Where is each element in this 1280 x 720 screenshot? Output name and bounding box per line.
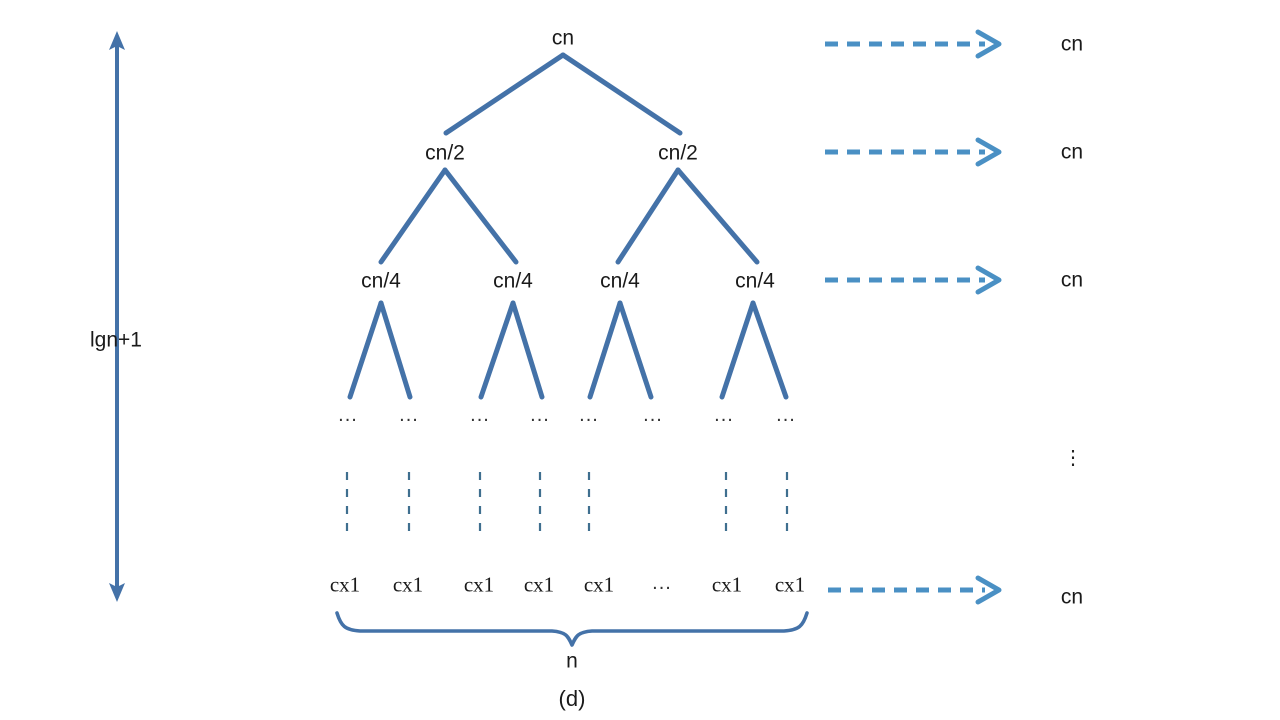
leaf-node-ellipsis: ...: [652, 572, 672, 594]
cost-arrow-level-0: [825, 29, 1002, 59]
tree-edges-level-1-to-2: [378, 167, 760, 265]
tree-node-level2-1: cn/4: [361, 269, 401, 293]
tree-node-level3-5: ...: [579, 404, 599, 426]
cost-arrow-level-2: [825, 265, 1002, 295]
tree-node-level3-6: ...: [643, 404, 663, 426]
tree-node-level2-2: cn/4: [493, 269, 533, 293]
leaf-node-3: cx1: [463, 572, 495, 597]
tree-node-level3-1: ...: [338, 404, 358, 426]
cost-arrow-level-1: [825, 137, 1002, 167]
tree-node-level3-2: ...: [399, 404, 419, 426]
tree-node-level1-right: cn/2: [658, 141, 698, 165]
leaf-node-1: cx1: [329, 572, 361, 597]
depth-arrow: [109, 31, 125, 602]
cost-arrow-level-leaf: [828, 575, 1002, 605]
level-cost-label-2: cn: [1060, 268, 1084, 292]
tree-node-level3-7: ...: [714, 404, 734, 426]
tree-node-level3-4: ...: [530, 404, 550, 426]
tree-node-level2-4: cn/4: [735, 269, 775, 293]
level-cost-label-0: cn: [1060, 32, 1084, 56]
figure-caption: (d): [558, 686, 586, 711]
tree-node-level2-3: cn/4: [600, 269, 640, 293]
leaf-node-4: cx1: [523, 572, 555, 597]
depth-label: lgn+1: [90, 328, 142, 352]
leaf-node-5: cx1: [583, 572, 615, 597]
tree-node-level3-3: ...: [470, 404, 490, 426]
level-cost-label-1: cn: [1060, 140, 1084, 164]
leaf-node-6: cx1: [711, 572, 743, 597]
tree-node-root: cn: [551, 26, 575, 50]
tree-node-level1-left: cn/2: [425, 141, 465, 165]
level-cost-vertical-ellipsis: ⋮: [1063, 447, 1083, 469]
tree-edges-level-2-to-3: [347, 300, 789, 400]
tree-edges-level-0-to-1: [443, 52, 683, 136]
leaf-node-2: cx1: [392, 572, 424, 597]
tree-node-level3-8: ...: [776, 404, 796, 426]
level-cost-label-leaf: cn: [1060, 585, 1084, 609]
leaf-span-brace: [335, 611, 809, 647]
level-cost-arrows: [825, 29, 1002, 605]
leaf-node-7: cx1: [774, 572, 806, 597]
leaf-count-label: n: [566, 649, 578, 673]
vertical-dashed-continuations: [345, 472, 789, 540]
